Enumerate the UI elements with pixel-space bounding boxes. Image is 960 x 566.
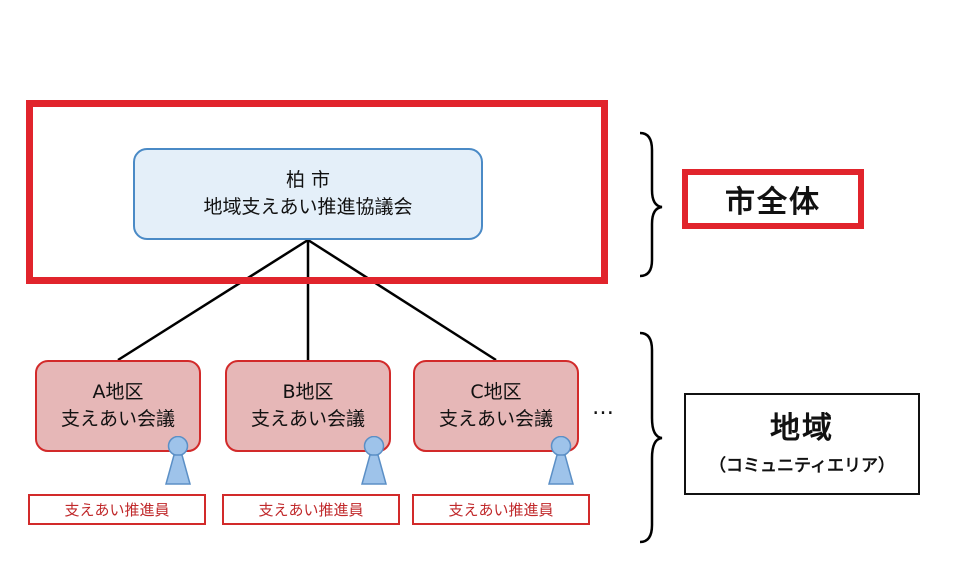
area-b-box: B地区 支えあい会議 <box>225 360 391 452</box>
area-a-meeting: 支えあい会議 <box>60 408 175 430</box>
area-b-staff-label: 支えあい推進員 <box>222 494 400 525</box>
area-c-name: C地区 <box>470 381 522 403</box>
area-c-box: C地区 支えあい会議 <box>413 360 579 452</box>
city-wide-tag: 市全体 <box>682 169 864 229</box>
area-c-staff-label: 支えあい推進員 <box>412 494 590 525</box>
area-a-name: A地区 <box>92 381 144 403</box>
connector-line-c <box>307 238 497 362</box>
area-b-meeting: 支えあい会議 <box>250 408 365 430</box>
area-tag-subtitle: （コミュニティエリア） <box>709 456 895 476</box>
city-council-box: 柏 市 地域支えあい推進協議会 <box>133 148 483 240</box>
area-a-staff-label: 支えあい推進員 <box>28 494 206 525</box>
person-icon <box>548 436 574 485</box>
brace-city-icon <box>639 131 663 278</box>
area-b-name: B地区 <box>282 381 334 403</box>
city-council-name: 地域支えあい推進協議会 <box>203 196 413 218</box>
brace-area-icon <box>639 331 663 544</box>
person-icon <box>165 436 191 485</box>
city-name: 柏 市 <box>285 169 331 191</box>
area-tag: 地域 （コミュニティエリア） <box>684 393 920 495</box>
area-a-box: A地区 支えあい会議 <box>35 360 201 452</box>
more-areas-ellipsis: … <box>592 395 616 420</box>
connector-line-a <box>117 238 309 362</box>
person-icon <box>361 436 387 485</box>
city-wide-frame <box>26 100 608 284</box>
area-c-meeting: 支えあい会議 <box>438 408 553 430</box>
area-tag-title: 地域 <box>770 411 834 446</box>
